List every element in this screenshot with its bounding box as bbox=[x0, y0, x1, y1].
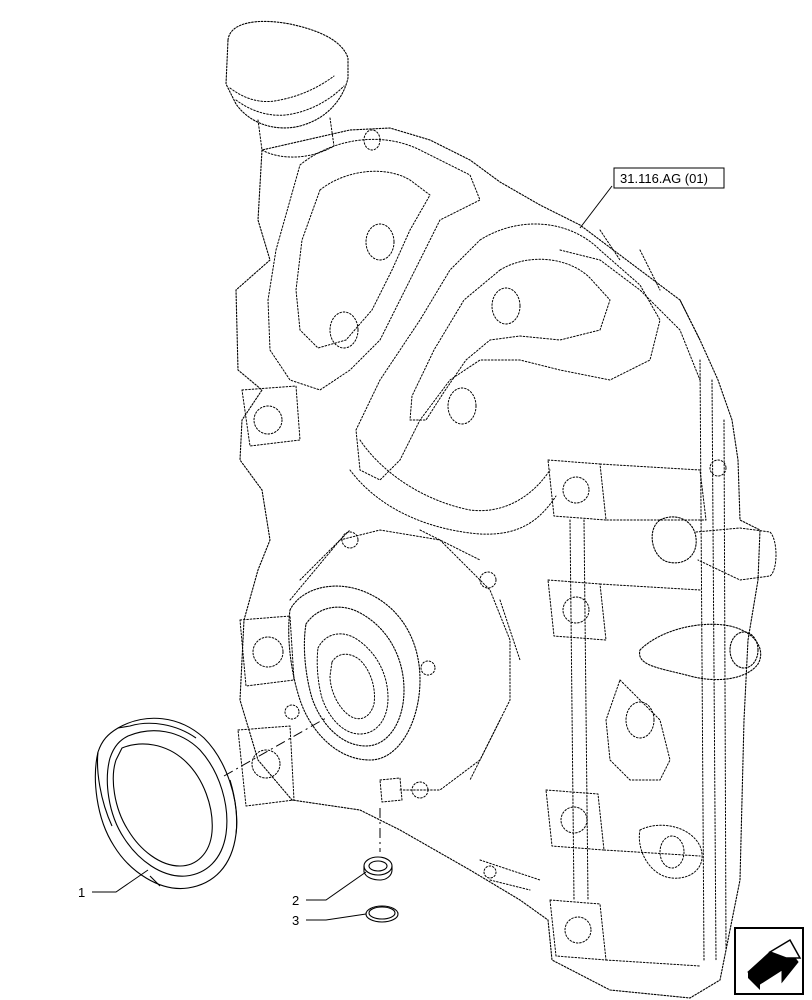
gear-housing-cover bbox=[225, 20, 777, 999]
callout-1: 1 bbox=[78, 885, 85, 900]
reference-label: 31.116.AG (01) bbox=[620, 171, 708, 186]
callout-2: 2 bbox=[292, 893, 299, 908]
part-1-seal-ring bbox=[94, 717, 238, 890]
assembly-axis-lines bbox=[223, 717, 381, 852]
callout-3: 3 bbox=[292, 913, 299, 928]
reference-label-box: 31.116.AG (01) bbox=[613, 167, 725, 189]
next-page-arrow-icon[interactable] bbox=[734, 927, 804, 995]
part-3-o-ring bbox=[365, 905, 399, 923]
part-2-washer bbox=[363, 856, 393, 881]
leader-lines bbox=[92, 185, 613, 921]
